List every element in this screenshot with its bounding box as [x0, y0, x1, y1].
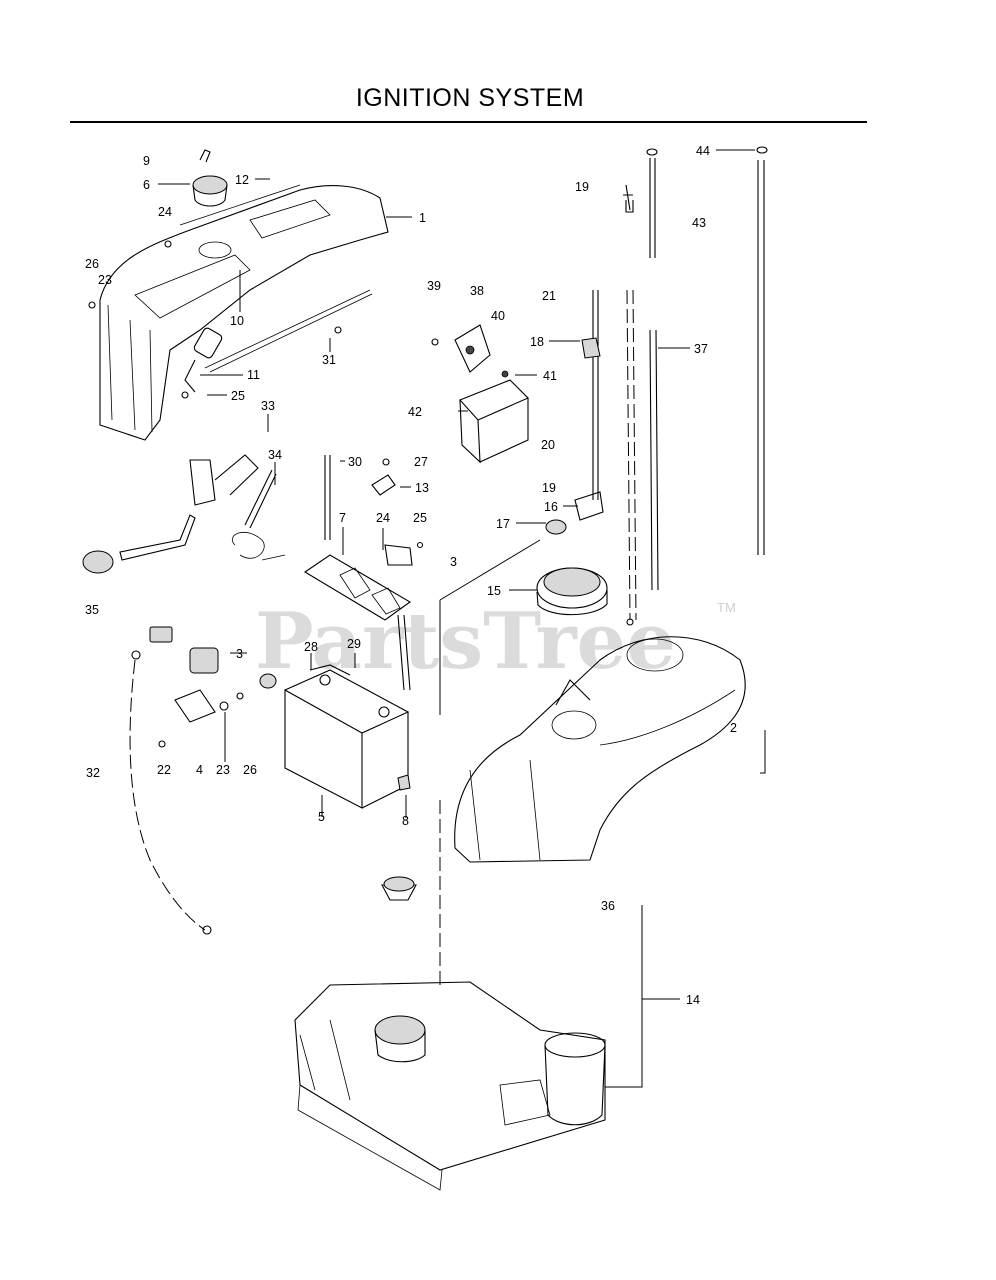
callout-label: 25 — [231, 389, 245, 403]
fuel-tubes — [626, 146, 768, 626]
callout-labels: 1 2 3 3 4 5 6 7 8 9 10 11 12 13 14 15 16… — [85, 144, 737, 1007]
callout-label: 35 — [85, 603, 99, 617]
callout-label: 30 — [348, 455, 362, 469]
callout-label: 1 — [419, 211, 426, 225]
callout-label: 32 — [86, 766, 100, 780]
ground-cable — [129, 650, 212, 935]
callout-label: 24 — [158, 205, 172, 219]
callout-label: 20 — [541, 438, 555, 452]
callout-label: 5 — [318, 810, 325, 824]
callout-label: 34 — [268, 448, 282, 462]
fuel-hose-valve — [545, 184, 634, 535]
title-rule — [70, 121, 867, 123]
choke-assembly — [88, 240, 373, 399]
callout-label: 24 — [376, 511, 390, 525]
callout-label: 29 — [347, 637, 361, 651]
ignition-coil — [431, 324, 529, 464]
watermark-text: PartsTree — [255, 596, 676, 687]
callout-label: 40 — [491, 309, 505, 323]
upper-shroud — [99, 184, 389, 441]
callout-label: 10 — [230, 314, 244, 328]
callout-label: 27 — [414, 455, 428, 469]
wire-connector — [371, 458, 424, 566]
page-title: IGNITION SYSTEM — [355, 84, 585, 112]
callout-label: 26 — [243, 763, 257, 777]
callout-label: 3 — [450, 555, 457, 569]
fuel-tank — [294, 981, 606, 1191]
battery-bracket — [303, 455, 412, 691]
ignition-key-switch — [192, 149, 228, 207]
callout-label: 7 — [339, 511, 346, 525]
callout-label: 28 — [304, 640, 318, 654]
callout-label: 18 — [530, 335, 544, 349]
callout-label: 3 — [236, 647, 243, 661]
throttle-lever-assembly — [82, 454, 286, 574]
fuel-cap — [536, 567, 608, 616]
callout-label: 15 — [487, 584, 501, 598]
callout-label: 41 — [543, 369, 557, 383]
callout-label: 4 — [196, 763, 203, 777]
callout-label: 2 — [730, 721, 737, 735]
callout-label: 21 — [542, 289, 556, 303]
callout-label: 33 — [261, 399, 275, 413]
callout-label: 43 — [692, 216, 706, 230]
callout-label: 14 — [686, 993, 700, 1007]
callout-label: 31 — [322, 353, 336, 367]
callout-label: 11 — [247, 368, 260, 382]
callout-label: 23 — [216, 763, 230, 777]
callout-label: 36 — [601, 899, 615, 913]
callout-label: 16 — [544, 500, 558, 514]
callout-label: 6 — [143, 178, 150, 192]
callout-label: 39 — [427, 279, 441, 293]
callout-label: 37 — [694, 342, 708, 356]
fuel-tank-cover — [454, 636, 746, 863]
leader-lines — [158, 149, 766, 1088]
starter-relay — [149, 626, 277, 748]
callout-label: 44 — [696, 144, 710, 158]
callout-label: 19 — [542, 481, 556, 495]
callout-label: 12 — [235, 173, 249, 187]
terminal-cap — [381, 774, 417, 901]
callout-label: 25 — [413, 511, 427, 525]
watermark: PartsTree TM — [255, 596, 736, 687]
callout-label: 8 — [402, 814, 409, 828]
callout-label: 26 — [85, 257, 99, 271]
watermark-tm: TM — [717, 600, 736, 615]
callout-label: 17 — [496, 517, 510, 531]
callout-label: 23 — [98, 273, 112, 287]
callout-label: 42 — [408, 405, 422, 419]
callout-label: 22 — [157, 763, 171, 777]
callout-label: 38 — [470, 284, 484, 298]
callout-label: 13 — [415, 481, 429, 495]
callout-label: 19 — [575, 180, 589, 194]
callout-label: 9 — [143, 154, 150, 168]
